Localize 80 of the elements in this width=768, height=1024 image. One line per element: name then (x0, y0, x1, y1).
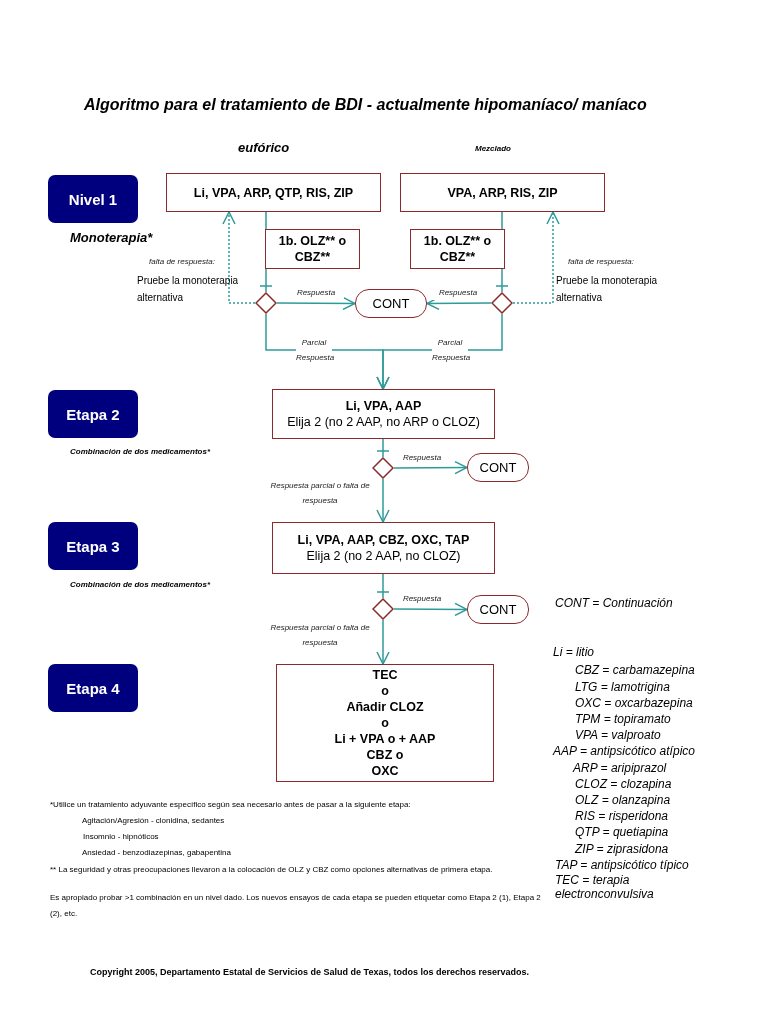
node-text: Etapa 3 (66, 537, 120, 555)
legend-entry: QTP = quetiapina (575, 825, 670, 839)
node-text: Etapa 4 (66, 679, 120, 697)
arrow (376, 478, 390, 523)
legend-entry: TEC = terapia electronconvulsiva (555, 873, 655, 901)
footnote: *Utilice un tratamiento adyuvante específico según sea necesario antes de pasar a la siguiente etapa: (50, 799, 412, 811)
node-text: o (381, 683, 389, 699)
node-text: CBZ o (366, 747, 404, 763)
legend-entry: ZIP = ziprasidona (575, 842, 670, 856)
arrow (376, 619, 390, 665)
side-note: Combinación de dos medicamentos* (70, 447, 212, 456)
legend-entry: TAP = antipsicótico típico (555, 858, 690, 872)
node-text: VPA, ARP, RIS, ZIP (447, 184, 558, 201)
node-text: CONT (479, 460, 517, 475)
legend-entry: LTG = lamotrigina (575, 680, 671, 694)
side-note: Pruebe la monoterapia alternativa (556, 274, 659, 305)
legend-entry: TPM = topiramato (575, 712, 672, 726)
node-text: Li, VPA, AAP, CBZ, OXC, TAP (297, 532, 470, 548)
stage-badge (48, 664, 138, 712)
arrow (222, 211, 256, 304)
node-text: Li + VPA o + AAP (334, 731, 436, 747)
footnote: Es apropiado probar >1 combinación en un nivel dado. Los nuevos ensayos de cada etapa se pueden etiquetar como Etapa 2 (1), Etapa 2 (2), etc. (50, 892, 542, 920)
footnote: Insomnio - hipnóticos (83, 831, 160, 843)
decision-diamond (372, 598, 394, 620)
arrow (276, 296, 356, 311)
legend-entry: Li = litio (553, 645, 596, 659)
legend-entry: ARP = aripiprazol (573, 761, 668, 775)
side-note: Combinación de dos medicamentos* (70, 580, 212, 589)
stage-badge (48, 390, 138, 438)
legend-entry: VPA = valproato (575, 728, 662, 742)
decision-diamond (255, 292, 277, 314)
node-text: 1b. OLZ** o CBZ** (422, 233, 493, 265)
treatment-box (166, 173, 381, 212)
side-note: eufórico (238, 140, 291, 155)
treatment-box (410, 229, 505, 269)
node-text: Nivel 1 (68, 190, 118, 208)
treatment-box (276, 664, 494, 782)
node-text: 1b. OLZ** o CBZ** (277, 233, 348, 265)
legend-entry: OXC = oxcarbazepina (575, 696, 694, 710)
arrow (393, 460, 468, 475)
decision-diamond (491, 292, 513, 314)
decision-diamond (372, 457, 394, 479)
diagram-title: Algoritmo para el tratamiento de BDI - actualmente hipomaníaco/ maníaco (84, 96, 648, 114)
legend-entry: CONT = Continuación (555, 596, 674, 610)
node-text: CONT (479, 602, 517, 617)
node-text: Etapa 2 (66, 405, 120, 423)
legend-entry: AAP = antipsicótico atípico (553, 744, 696, 758)
treatment-box (400, 173, 605, 212)
side-note: Mezclado (475, 144, 512, 153)
treatment-box (272, 389, 495, 439)
node-text: OXC (371, 763, 399, 779)
node-text: Li, VPA, ARP, QTP, RIS, ZIP (193, 184, 354, 201)
terminal-box (467, 453, 529, 482)
footnote: ** La seguridad y otras preocupaciones llevaron a la colocación de OLZ y CBZ como opciones alternativas de primera etapa. (50, 864, 494, 876)
stage-badge (48, 175, 138, 223)
node-text: Añadir CLOZ (346, 699, 424, 715)
legend-entry: RIS = risperidona (575, 809, 670, 823)
side-note: Pruebe la monoterapia alternativa (137, 274, 240, 305)
node-text: o (381, 715, 389, 731)
terminal-box (467, 595, 529, 624)
connector-line (376, 438, 390, 458)
side-note: Monoterapia* (70, 230, 154, 245)
arrow (512, 211, 560, 304)
arrow (393, 602, 468, 617)
node-text: Elija 2 (no 2 AAP, no ARP o CLOZ) (287, 414, 480, 430)
node-text: Li, VPA, AAP (345, 398, 422, 414)
footnote: Agitación/Agresión - clonidina, sedantes (82, 815, 226, 827)
copyright-text: Copyright 2005, Departamento Estatal de Servicios de Salud de Texas, todos los derechos reservados. (90, 966, 530, 979)
node-text: CONT (372, 296, 410, 311)
legend-entry: CBZ = carbamazepina (575, 663, 696, 677)
stage-badge (48, 522, 138, 570)
node-text: Elija 2 (no 2 AAP, no CLOZ) (306, 548, 461, 564)
treatment-box (265, 229, 360, 269)
legend-entry: CLOZ = clozapina (575, 777, 673, 791)
node-text: TEC (372, 667, 398, 683)
footnote: Ansiedad - benzodiazepinas, gabapentina (82, 847, 232, 859)
connector-line (376, 573, 390, 599)
terminal-box (355, 289, 427, 318)
legend-entry: OLZ = olanzapina (575, 793, 672, 807)
treatment-box (272, 522, 495, 574)
